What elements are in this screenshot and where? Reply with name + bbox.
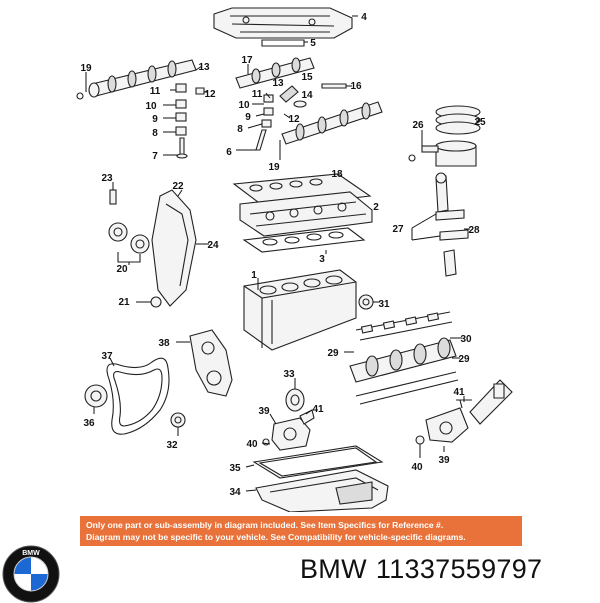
callout-41: 41 (312, 404, 324, 415)
callout-18: 18 (331, 169, 343, 180)
callout-20: 20 (116, 264, 128, 275)
callout-2: 2 (373, 202, 379, 213)
callout-25: 25 (474, 117, 486, 128)
timing-chain (108, 182, 209, 308)
camshaft-left (76, 59, 197, 100)
callout-30: 30 (460, 334, 472, 345)
oil-pump (261, 409, 315, 451)
camshaft-exhaust (279, 101, 383, 160)
head-gasket (242, 227, 366, 254)
callout-10: 10 (238, 100, 250, 111)
callout-38: 38 (158, 338, 170, 349)
callout-13: 13 (272, 78, 284, 89)
callout-8: 8 (152, 128, 158, 139)
callout-16: 16 (350, 81, 362, 92)
callout-11: 11 (252, 89, 263, 100)
callout-36: 36 (83, 418, 95, 429)
oil-pan (245, 469, 389, 512)
callout-19: 19 (80, 63, 92, 74)
callout-22: 22 (172, 181, 184, 192)
callout-39: 39 (438, 455, 450, 466)
bmw-logo-letters: BMW (22, 550, 40, 557)
callout-26: 26 (412, 120, 424, 131)
rear-main-seal (358, 294, 380, 310)
valve-train-right (236, 83, 352, 151)
callout-33: 33 (283, 369, 295, 380)
callout-10: 10 (145, 101, 157, 112)
callout-12: 12 (204, 89, 216, 100)
callout-39: 39 (258, 406, 270, 417)
front-seal (170, 412, 186, 436)
connecting-rods (411, 172, 470, 277)
callout-15: 15 (301, 72, 313, 83)
callout-8: 8 (237, 124, 243, 135)
callout-9: 9 (152, 114, 158, 125)
callout-19: 19 (268, 162, 280, 173)
part-title: BMW 11337559797 (300, 554, 551, 585)
valve-cover (213, 7, 358, 39)
callout-17: 17 (241, 55, 253, 66)
camshaft-right (235, 57, 315, 89)
callout-7: 7 (152, 151, 158, 162)
callout-40: 40 (411, 462, 423, 473)
front-cover (176, 329, 233, 397)
callout-27: 27 (392, 224, 404, 235)
bmw-logo: BMW (2, 545, 60, 603)
bmw-logo-quadrant-top-left (14, 557, 31, 574)
engine-block (243, 269, 357, 351)
callout-11: 11 (150, 86, 161, 97)
notice-line-1: Only one part or sub-assembly in diagram… (86, 520, 444, 530)
oil-pan-gasket (245, 445, 384, 479)
callout-35: 35 (229, 463, 241, 474)
oil-pickup (415, 379, 513, 458)
callout-3: 3 (319, 254, 325, 265)
brand-name: BMW (300, 554, 367, 584)
crankshaft (344, 311, 462, 405)
notice-line-2: Diagram may not be specific to your vehi… (86, 532, 466, 542)
bmw-logo-quadrant-bottom-right (31, 574, 48, 591)
valve-train-left (163, 65, 208, 159)
callout-14: 14 (301, 90, 313, 101)
callout-6: 6 (226, 147, 232, 158)
callout-34: 34 (229, 487, 241, 498)
callout-40: 40 (246, 439, 258, 450)
engine-parts-diagram: 4519131715131611121114101099122625886719… (76, 7, 513, 512)
valve-cover-gasket (261, 39, 308, 47)
callout-29: 29 (327, 348, 339, 359)
pistons (408, 105, 481, 167)
callout-13: 13 (198, 62, 210, 73)
idler-pulley (285, 378, 305, 412)
callout-24: 24 (207, 240, 219, 251)
cylinder-head-lower (239, 191, 373, 237)
callout-4: 4 (361, 12, 367, 23)
callout-37: 37 (101, 351, 113, 362)
callout-29: 29 (458, 354, 470, 365)
callout-23: 23 (101, 173, 113, 184)
callout-21: 21 (118, 297, 130, 308)
callout-41: 41 (453, 387, 465, 398)
callout-12: 12 (288, 114, 300, 125)
callout-5: 5 (310, 38, 316, 49)
drive-belt (106, 357, 170, 435)
callout-28: 28 (468, 225, 480, 236)
vibration-damper (84, 384, 108, 414)
callout-9: 9 (245, 112, 251, 123)
callout-32: 32 (166, 440, 178, 451)
callout-1: 1 (251, 270, 257, 281)
part-number: 11337559797 (375, 554, 543, 584)
callout-31: 31 (378, 299, 390, 310)
compatibility-notice: Only one part or sub-assembly in diagram… (80, 516, 522, 546)
